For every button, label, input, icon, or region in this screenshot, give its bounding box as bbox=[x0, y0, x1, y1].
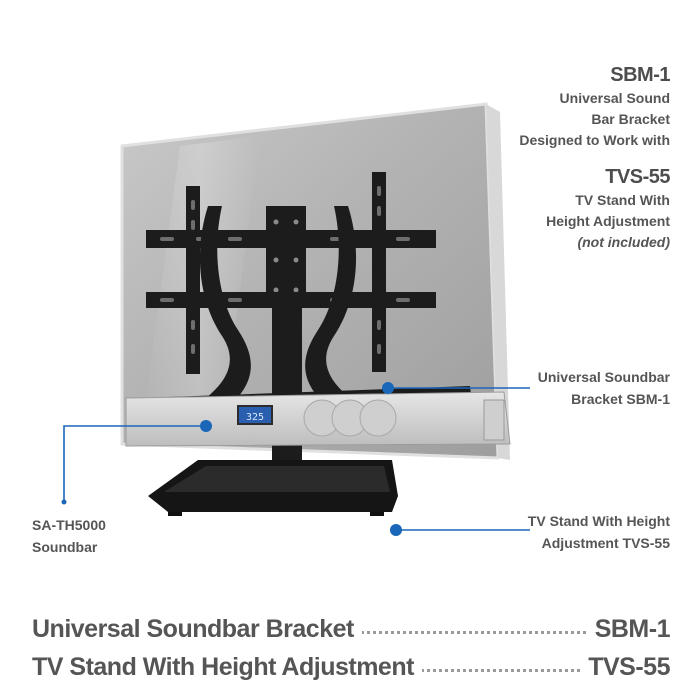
tv-stand-base bbox=[148, 460, 398, 516]
callout-line-text: SA-TH5000 bbox=[32, 517, 106, 533]
callout-soundbar-label: SA-TH5000 Soundbar bbox=[32, 514, 106, 558]
spec-name: Universal Soundbar Bracket bbox=[32, 612, 362, 646]
spec-row: TV Stand With Height Adjustment TVS-55 bbox=[32, 650, 670, 684]
soundbar: 325 bbox=[125, 391, 511, 447]
callout-line-text: Soundbar bbox=[32, 539, 98, 555]
tvs-desc-line: Height Adjustment bbox=[546, 213, 670, 229]
sbm-desc-line: Bar Bracket bbox=[591, 111, 670, 127]
spec-code: SBM-1 bbox=[586, 612, 671, 646]
tvs-note: (not included) bbox=[577, 234, 670, 250]
tvs-model-code: TVS-55 bbox=[605, 166, 670, 188]
sbm-desc-line: Universal Sound bbox=[559, 90, 670, 106]
spec-code: TVS-55 bbox=[580, 650, 670, 684]
tvs-description: TV Stand With Height Adjustment (not inc… bbox=[546, 190, 670, 253]
sbm-model-code: SBM-1 bbox=[610, 64, 670, 86]
product-illustration: 325 bbox=[61, 102, 530, 536]
spec-row: Universal Soundbar Bracket SBM-1 bbox=[32, 612, 671, 646]
tvs-desc-line: TV Stand With bbox=[575, 192, 670, 208]
callout-line-text: Bracket SBM-1 bbox=[571, 391, 670, 407]
callout-line-text: TV Stand With Height bbox=[527, 513, 670, 529]
spec-name: TV Stand With Height Adjustment bbox=[32, 650, 422, 684]
callout-lines bbox=[63, 387, 530, 531]
callout-line-text: Adjustment TVS-55 bbox=[541, 535, 670, 551]
sbm-desc-line: Designed to Work with bbox=[519, 132, 670, 148]
callout-line-text: Universal Soundbar bbox=[537, 369, 670, 385]
callout-stand-label: TV Stand With Height Adjustment TVS-55 bbox=[528, 510, 670, 554]
callout-bracket-label: Universal Soundbar Bracket SBM-1 bbox=[538, 366, 670, 410]
stand-column bbox=[266, 206, 306, 480]
callout-dots bbox=[61, 382, 402, 536]
soundbar-display-text: 325 bbox=[246, 412, 264, 423]
sbm-description: Universal Sound Bar Bracket Designed to … bbox=[519, 88, 670, 151]
